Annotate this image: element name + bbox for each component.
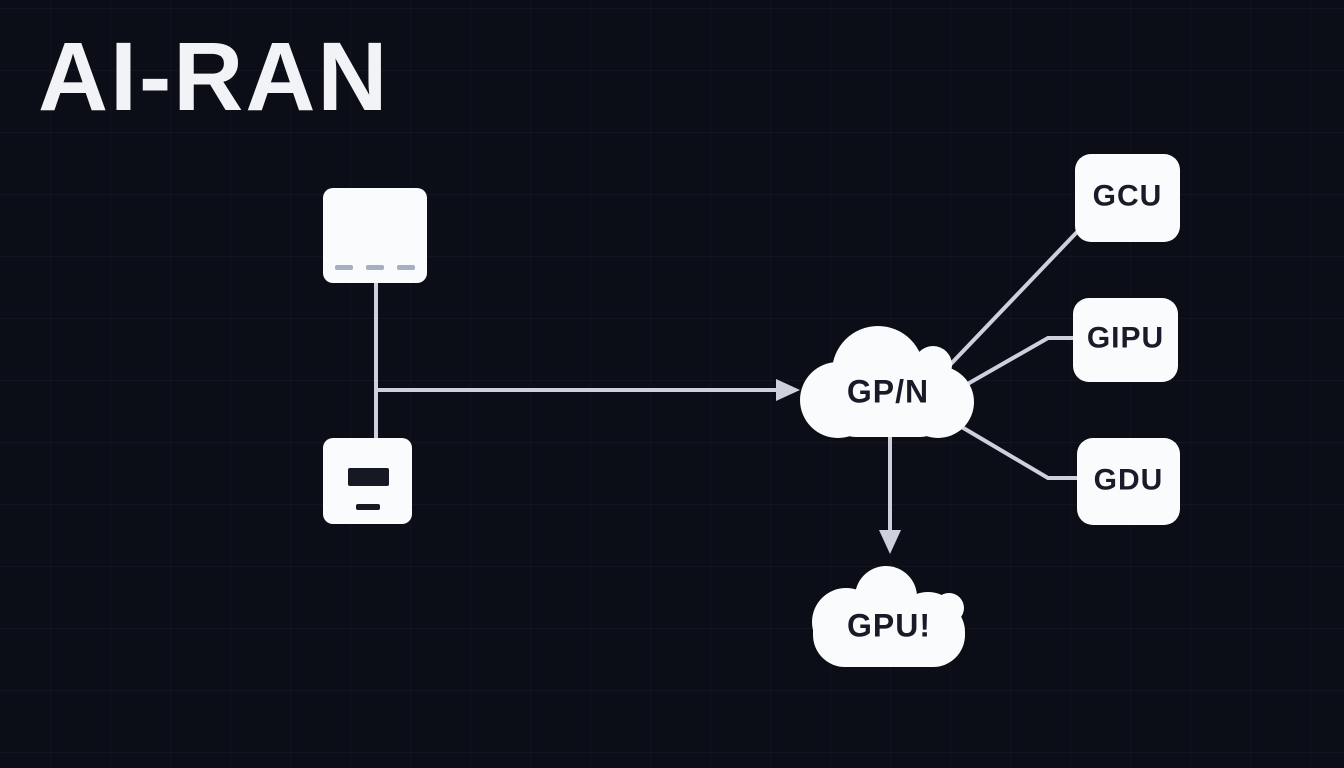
gipu-label: GIPU <box>1086 321 1165 355</box>
server-node <box>323 188 427 283</box>
server-dash-icon <box>397 265 415 270</box>
arrowhead-down-icon <box>879 530 901 554</box>
gcu-label: GCU <box>1092 179 1163 213</box>
cloud-to-gdu-line <box>958 424 1078 480</box>
server-icon <box>335 265 415 270</box>
gcu-node: GCU <box>1075 154 1180 242</box>
arrowhead-right-icon <box>776 379 800 401</box>
server-dash-icon <box>366 265 384 270</box>
device-screen-icon <box>348 468 389 486</box>
gdu-label: GDU <box>1093 463 1164 497</box>
cloud-gpu-icon <box>812 566 965 667</box>
cloud-to-gcu-line <box>946 229 1080 369</box>
gipu-node: GIPU <box>1073 298 1178 382</box>
device-node <box>323 438 412 524</box>
device-dash-icon <box>356 504 380 510</box>
server-dash-icon <box>335 265 353 270</box>
gdu-node: GDU <box>1077 438 1180 525</box>
gpn-cloud-label: GP/N <box>846 373 930 410</box>
diagram-title: AI-RAN <box>38 22 390 131</box>
cloud-to-gipu-line <box>963 336 1076 388</box>
cloud-gpn-icon <box>800 326 974 438</box>
gpu-cloud-label: GPU! <box>847 607 931 644</box>
